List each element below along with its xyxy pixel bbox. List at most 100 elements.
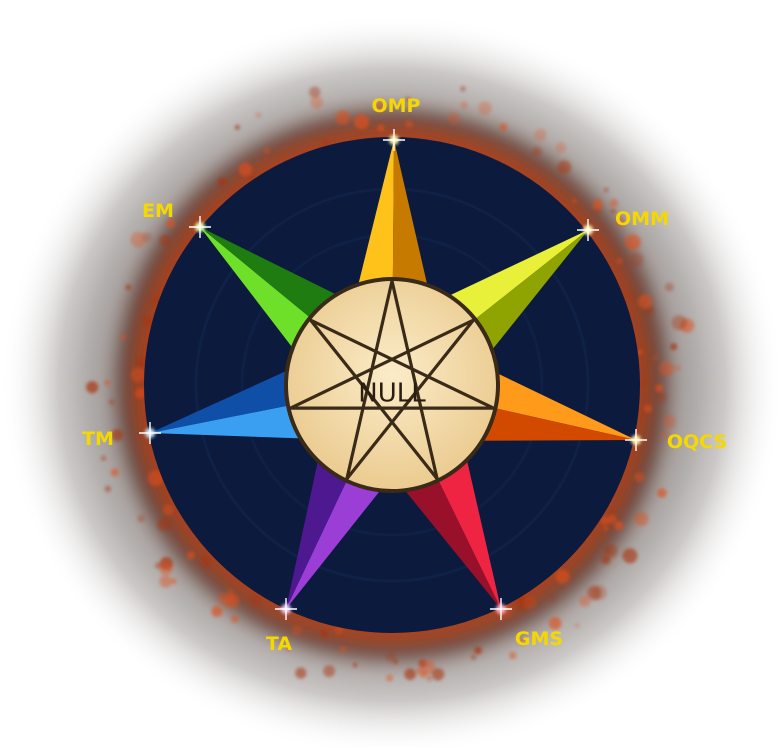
flame-speck <box>309 86 321 98</box>
flame-speck <box>100 455 107 461</box>
flame-speck <box>404 119 414 129</box>
arm-facet-light <box>200 227 323 354</box>
flame-speck <box>655 384 664 392</box>
flame-speck <box>166 219 175 228</box>
flame-speck <box>130 367 146 383</box>
flame-speck <box>263 147 270 154</box>
star-arm-omp <box>356 140 429 296</box>
flame-speck <box>323 665 336 678</box>
flame-speck <box>474 646 482 655</box>
flame-speck <box>615 216 626 227</box>
flame-speck <box>652 355 658 361</box>
star-arm-oqcs <box>474 370 636 441</box>
flame-speck <box>664 282 674 292</box>
flame-speck <box>426 675 433 682</box>
flame-speck <box>604 544 618 558</box>
flame-speck <box>609 508 616 515</box>
flame-speck <box>574 623 580 629</box>
arm-facet-light <box>442 230 588 330</box>
flame-speck <box>629 252 644 267</box>
flame-speck <box>234 124 240 130</box>
arm-facet-light <box>479 370 636 440</box>
flame-speck <box>634 511 649 526</box>
flame-speck <box>634 472 645 483</box>
flame-speck <box>110 468 119 477</box>
flame-speck <box>386 674 394 682</box>
flame-speck <box>534 128 547 141</box>
flame-speck <box>104 485 111 493</box>
flame-speck <box>135 387 146 399</box>
sparkle-oqcs <box>625 429 647 451</box>
flame-speck <box>339 646 347 653</box>
star-arm-omm <box>442 230 588 356</box>
flame-speck <box>518 605 525 612</box>
arm-facet-dark <box>392 140 429 296</box>
flame-speck <box>170 578 177 585</box>
flame-speck <box>154 562 161 569</box>
flame-speck <box>572 198 577 203</box>
arm-facet-light <box>356 140 394 296</box>
flame-speck <box>230 615 239 624</box>
flame-speck <box>593 207 601 215</box>
flame-speck <box>136 357 146 367</box>
flame-speck <box>108 399 115 405</box>
flame-speck <box>157 517 172 532</box>
flame-speck <box>115 405 120 410</box>
flame-speck <box>431 668 445 681</box>
flame-speck <box>626 291 635 300</box>
flame-speck <box>248 176 253 181</box>
sparkle-omp <box>383 129 405 151</box>
flame-speck <box>532 146 542 157</box>
flame-speck <box>142 316 152 327</box>
flame-speck <box>211 605 223 617</box>
flame-speck <box>659 361 674 376</box>
arm-facet-dark <box>200 227 343 328</box>
sparkle-omm <box>577 219 599 241</box>
flame-speck <box>522 595 537 610</box>
flame-speck <box>335 110 351 125</box>
star-arm-ta <box>286 453 385 609</box>
flame-speck <box>405 96 411 103</box>
flame-speck <box>353 114 370 130</box>
flame-speck <box>555 142 567 153</box>
arm-facet-dark <box>286 453 354 609</box>
flame-speck <box>517 637 526 645</box>
flame-speck <box>609 198 619 208</box>
flame-speck <box>374 101 386 112</box>
flame-speck <box>191 216 199 224</box>
flame-speck <box>601 555 611 565</box>
null-center-circle <box>284 277 500 493</box>
flame-speck <box>147 470 164 487</box>
flame-speck <box>104 379 111 386</box>
flame-speck <box>470 654 477 660</box>
flame-speck <box>159 575 172 588</box>
flame-speck <box>255 111 262 119</box>
flame-speck <box>550 596 557 602</box>
flame-speck <box>159 234 171 247</box>
flame-speck <box>125 284 132 291</box>
flame-speck <box>420 659 436 675</box>
flame-speck <box>603 187 609 193</box>
star-arm-gms <box>400 453 501 609</box>
flame-speck <box>310 95 324 109</box>
flame-speck <box>201 559 210 568</box>
flame-speck <box>587 585 602 601</box>
center-heptagram <box>289 279 495 481</box>
flame-speck <box>662 414 677 429</box>
flame-speck <box>321 631 328 638</box>
arm-facet-light <box>431 453 501 609</box>
flame-speck <box>614 520 624 531</box>
flame-speck <box>637 349 643 355</box>
flame-speck <box>557 160 572 174</box>
flame-speck <box>460 86 466 92</box>
flame-speck <box>110 428 124 442</box>
flame-speck <box>607 514 617 524</box>
flame-speck <box>656 391 668 403</box>
flame-speck <box>460 101 468 109</box>
label-em: EM <box>142 200 174 222</box>
flame-speck <box>674 364 681 371</box>
flame-speck <box>624 234 641 251</box>
tip-sparkles <box>139 129 647 620</box>
arm-facet-dark <box>150 367 304 433</box>
